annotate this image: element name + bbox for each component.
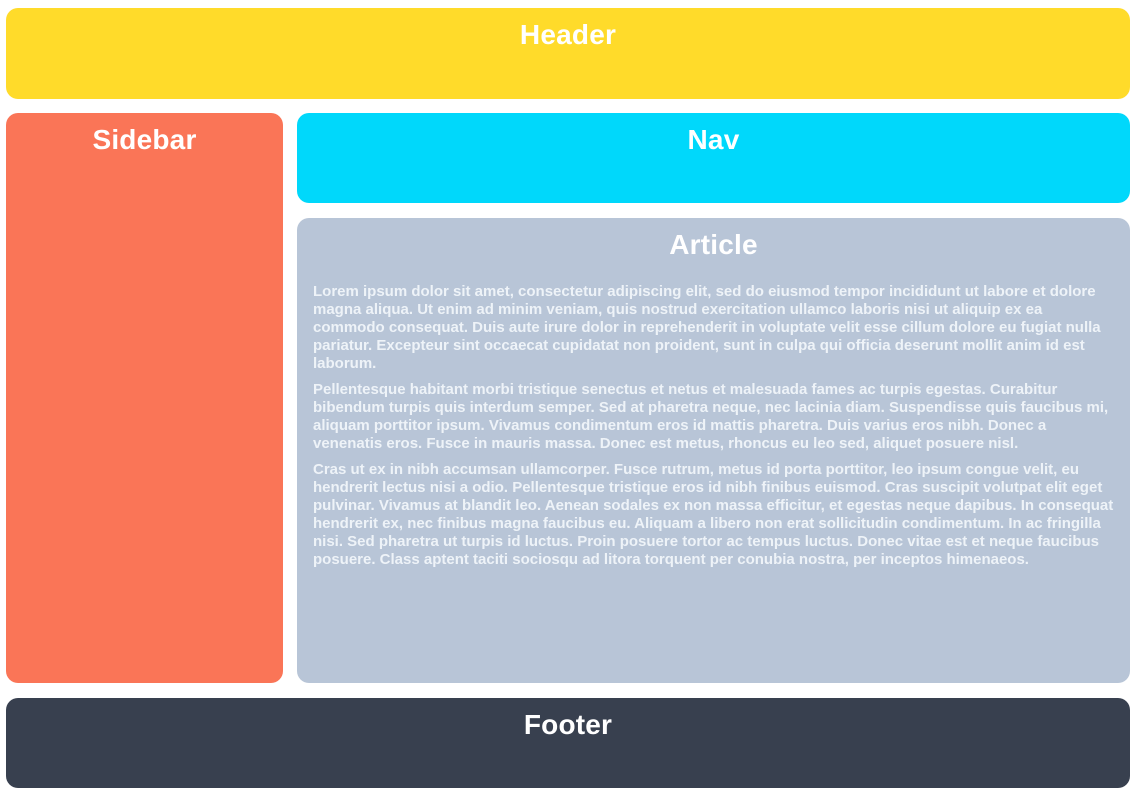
footer-section: Footer bbox=[6, 698, 1130, 788]
nav-title: Nav bbox=[687, 124, 740, 155]
nav-section: Nav bbox=[297, 113, 1130, 203]
article-paragraph-2: Pellentesque habitant morbi tristique se… bbox=[313, 381, 1109, 453]
header-section: Header bbox=[6, 8, 1130, 99]
article-title: Article bbox=[669, 229, 758, 260]
article-section: Article Lorem ipsum dolor sit amet, cons… bbox=[297, 218, 1130, 683]
sidebar-section: Sidebar bbox=[6, 113, 283, 683]
article-paragraph-3: Cras ut ex in nibh accumsan ullamcorper.… bbox=[313, 461, 1114, 569]
footer-title: Footer bbox=[523, 709, 613, 740]
article-paragraph-1: Lorem ipsum dolor sit amet, consectetur … bbox=[313, 283, 1101, 373]
header-title: Header bbox=[519, 19, 617, 50]
content-row: Sidebar Nav Article Lorem ipsum dolor si… bbox=[6, 113, 1130, 683]
main-column: Nav Article Lorem ipsum dolor sit amet, … bbox=[297, 113, 1130, 683]
sidebar-title: Sidebar bbox=[92, 124, 197, 155]
